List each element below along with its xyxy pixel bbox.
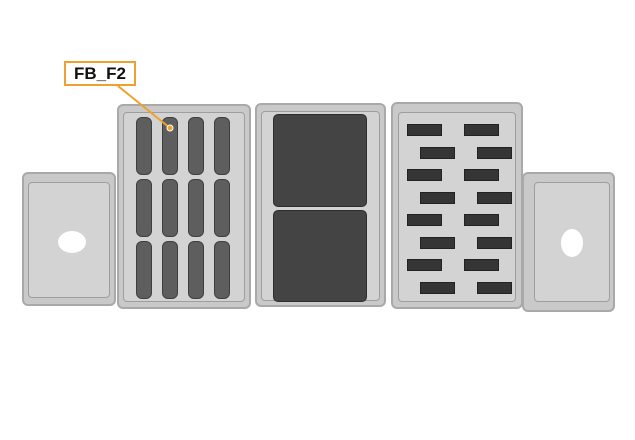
fuse[interactable] <box>162 117 178 175</box>
mounting-hole <box>58 231 86 253</box>
mini-fuse[interactable] <box>407 259 442 271</box>
mounting-hole <box>561 229 583 257</box>
relay[interactable] <box>273 114 367 207</box>
mini-fuse-block <box>391 102 523 309</box>
relay[interactable] <box>273 210 367 302</box>
fuse[interactable] <box>136 241 152 299</box>
fuse[interactable] <box>214 117 230 175</box>
fuse[interactable] <box>136 179 152 237</box>
mini-fuse[interactable] <box>407 169 442 181</box>
fuse[interactable] <box>162 179 178 237</box>
mini-fuse[interactable] <box>477 146 512 159</box>
mini-fuse[interactable] <box>464 169 499 181</box>
mini-fuse[interactable] <box>477 281 512 294</box>
mini-fuse[interactable] <box>420 191 455 204</box>
relay-block <box>255 103 386 307</box>
mini-fuse[interactable] <box>407 124 442 136</box>
fuse[interactable] <box>214 241 230 299</box>
fuse[interactable] <box>162 241 178 299</box>
fuse[interactable] <box>214 179 230 237</box>
mini-fuse[interactable] <box>477 236 512 249</box>
fuse[interactable] <box>188 241 204 299</box>
fuse[interactable] <box>188 179 204 237</box>
mini-fuse[interactable] <box>477 191 512 204</box>
fuse-callout-label: FB_F2 <box>64 61 136 86</box>
mini-fuse[interactable] <box>420 281 455 294</box>
fuse-block <box>117 104 251 309</box>
right-mounting-bracket <box>522 172 615 312</box>
left-mounting-bracket <box>22 172 116 306</box>
fuse[interactable] <box>136 117 152 175</box>
mini-fuse[interactable] <box>407 214 442 226</box>
mini-fuse[interactable] <box>420 236 455 249</box>
mini-fuse[interactable] <box>464 259 499 271</box>
mini-fuse[interactable] <box>420 146 455 159</box>
mini-fuse[interactable] <box>464 214 499 226</box>
fuse[interactable] <box>188 117 204 175</box>
mini-fuse[interactable] <box>464 124 499 136</box>
